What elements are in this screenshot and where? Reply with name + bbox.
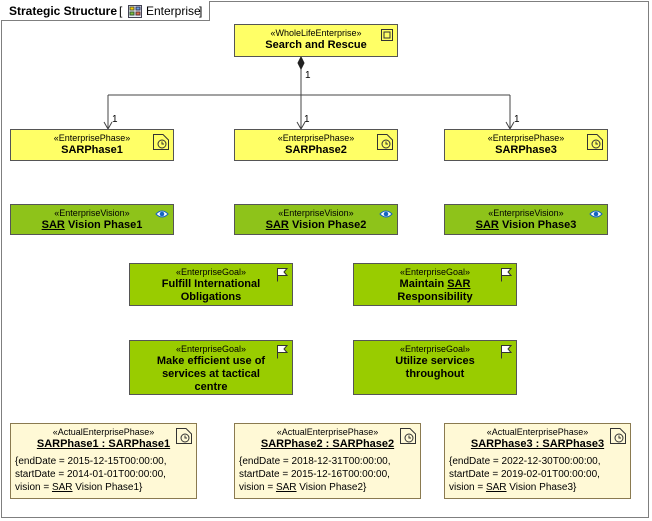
bracket-close: ] <box>199 4 203 18</box>
actual-name: SARPhase3 : SARPhase3 <box>470 438 605 450</box>
actual-phase-block-1[interactable]: «ActualEnterprisePhase» SARPhase1 : SARP… <box>10 423 197 499</box>
vision-name: SAR Vision Phase3 <box>475 219 577 231</box>
diagram-tab: Strategic Structure [ Enterprise ] <box>1 1 210 21</box>
phase-stereotype: «EnterprisePhase» <box>487 133 565 143</box>
clock-icon <box>400 428 416 444</box>
actual-slots: {endDate = 2018-12-31T00:00:00, startDat… <box>235 455 420 494</box>
flag-icon <box>501 345 512 359</box>
actual-slots: {endDate = 2022-12-30T00:00:00, startDat… <box>445 455 630 494</box>
enterprise-block[interactable]: «WholeLifeEnterprise» Search and Rescue <box>234 24 398 57</box>
slot-end-date: {endDate = 2018-12-31T00:00:00, <box>239 456 391 467</box>
phase-block-3[interactable]: «EnterprisePhase» SARPhase3 <box>444 129 608 161</box>
clock-icon <box>176 428 192 444</box>
enterprise-stereotype: «WholeLifeEnterprise» <box>270 28 362 38</box>
enterprise-icon <box>381 29 393 41</box>
phase-block-2[interactable]: «EnterprisePhase» SARPhase2 <box>234 129 398 161</box>
phase-stereotype: «EnterprisePhase» <box>53 133 131 143</box>
goal-name-line2: Responsibility <box>397 291 473 303</box>
goal-stereotype: «EnterpriseGoal» <box>399 344 471 354</box>
goal-block-1[interactable]: «EnterpriseGoal» Fulfill International O… <box>129 263 293 306</box>
phase-name: SARPhase2 <box>285 144 347 156</box>
multiplicity-target-3: 1 <box>514 114 520 125</box>
eye-icon <box>589 210 603 218</box>
diagram-title: Strategic Structure <box>9 4 118 18</box>
actual-phase-block-2[interactable]: «ActualEnterprisePhase» SARPhase2 : SARP… <box>234 423 421 499</box>
slot-vision: vision = SAR Vision Phase1} <box>15 482 143 493</box>
goal-name-line1: Make efficient use of <box>156 355 266 367</box>
slot-end-date: {endDate = 2015-12-15T00:00:00, <box>15 456 167 467</box>
goal-stereotype: «EnterpriseGoal» <box>175 267 247 277</box>
slot-start-date: startDate = 2019-02-01T00:00:00, <box>449 469 600 480</box>
vision-block-2[interactable]: «EnterpriseVision» SAR Vision Phase2 <box>234 204 398 235</box>
goal-stereotype: «EnterpriseGoal» <box>175 344 247 354</box>
eye-icon <box>155 210 169 218</box>
actual-slots: {endDate = 2015-12-15T00:00:00, startDat… <box>11 455 196 494</box>
vision-stereotype: «EnterpriseVision» <box>54 208 130 218</box>
slot-vision: vision = SAR Vision Phase2} <box>239 482 367 493</box>
vision-stereotype: «EnterpriseVision» <box>488 208 564 218</box>
phase-block-1[interactable]: «EnterprisePhase» SARPhase1 <box>10 129 174 161</box>
flag-icon <box>501 268 512 282</box>
multiplicity-target-2: 1 <box>304 114 310 125</box>
actual-stereotype: «ActualEnterprisePhase» <box>486 427 589 437</box>
actual-phase-block-3[interactable]: «ActualEnterprisePhase» SARPhase3 : SARP… <box>444 423 631 499</box>
actual-stereotype: «ActualEnterprisePhase» <box>276 427 379 437</box>
vision-block-1[interactable]: «EnterpriseVision» SAR Vision Phase1 <box>10 204 174 235</box>
goal-name-line3: centre <box>194 381 228 393</box>
vision-block-3[interactable]: «EnterpriseVision» SAR Vision Phase3 <box>444 204 608 235</box>
multiplicity-source: 1 <box>305 70 311 81</box>
clock-icon <box>610 428 626 444</box>
clock-icon <box>153 134 169 150</box>
flag-icon <box>277 345 288 359</box>
eye-icon <box>379 210 393 218</box>
composition-diamond <box>297 55 305 71</box>
clock-icon <box>377 134 393 150</box>
goal-block-2[interactable]: «EnterpriseGoal» Maintain SAR Responsibi… <box>353 263 517 306</box>
goal-block-3[interactable]: «EnterpriseGoal» Make efficient use of s… <box>129 340 293 395</box>
phase-name: SARPhase3 <box>495 144 557 156</box>
goal-block-4[interactable]: «EnterpriseGoal» Utilize services throug… <box>353 340 517 395</box>
actual-name: SARPhase1 : SARPhase1 <box>36 438 171 450</box>
goal-name-line2: throughout <box>405 368 465 380</box>
goal-name-line1: Utilize services <box>395 355 475 367</box>
bracket-open: [ <box>119 4 123 18</box>
vision-name: SAR Vision Phase2 <box>265 219 367 231</box>
slot-vision: vision = SAR Vision Phase3} <box>449 482 577 493</box>
vision-name: SAR Vision Phase1 <box>41 219 143 231</box>
goal-stereotype: «EnterpriseGoal» <box>399 267 471 277</box>
clock-icon <box>587 134 603 150</box>
slot-end-date: {endDate = 2022-12-30T00:00:00, <box>449 456 601 467</box>
goal-name-line2: services at tactical <box>162 368 260 380</box>
phase-name: SARPhase1 <box>61 144 123 156</box>
enterprise-name: Search and Rescue <box>265 39 367 51</box>
diagram-kind: Enterprise <box>146 4 201 18</box>
phase-stereotype: «EnterprisePhase» <box>277 133 355 143</box>
goal-name-line2: Obligations <box>180 291 242 303</box>
actual-stereotype: «ActualEnterprisePhase» <box>52 427 155 437</box>
actual-name: SARPhase2 : SARPhase2 <box>260 438 395 450</box>
multiplicity-target-1: 1 <box>112 114 118 125</box>
slot-start-date: startDate = 2015-12-16T00:00:00, <box>239 469 390 480</box>
slot-start-date: startDate = 2014-01-01T00:00:00, <box>15 469 166 480</box>
goal-name-line1: Maintain SAR <box>399 278 471 290</box>
enterprise-diagram-icon <box>128 5 142 18</box>
flag-icon <box>277 268 288 282</box>
goal-name-line1: Fulfill International <box>161 278 261 290</box>
vision-stereotype: «EnterpriseVision» <box>278 208 354 218</box>
